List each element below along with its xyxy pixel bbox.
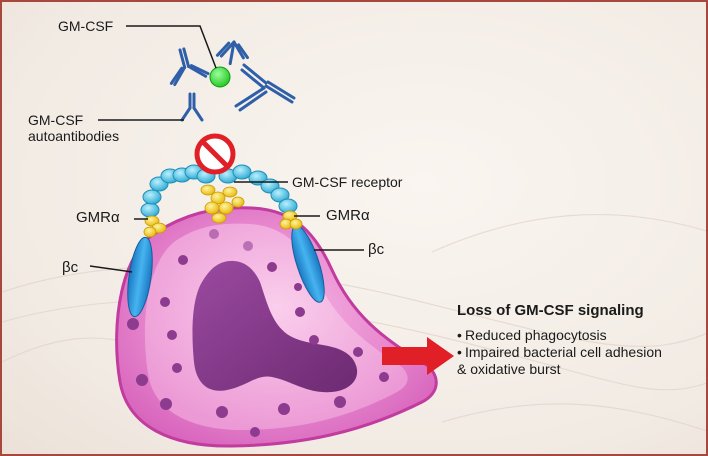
gmcsf-ligand-icon	[209, 66, 231, 88]
beta-c-right-label: βc	[368, 241, 385, 258]
cell	[115, 206, 438, 448]
effect-item: Impaired bacterial cell adhesion	[457, 344, 662, 361]
antibody-icon-right	[234, 63, 296, 112]
receptor-label: GM-CSF receptor	[292, 174, 403, 190]
nucleus	[192, 260, 358, 393]
outcome-arrow	[382, 337, 454, 375]
antibody-icon-top	[169, 47, 210, 87]
beta-c-left-label: βc	[62, 259, 79, 276]
beta-c-left-shape	[127, 236, 153, 318]
effects-title: Loss of GM-CSF signaling	[457, 302, 644, 319]
gmr-alpha-clusters	[143, 184, 303, 238]
antibody-icon-lower	[180, 92, 204, 122]
gmr-alpha-left-label: GMRα	[76, 209, 120, 226]
antibody-icon-center	[215, 40, 249, 66]
no-signal-icon	[194, 133, 236, 175]
effects-list: Reduced phagocytosis Impaired bacterial …	[457, 327, 662, 378]
granules	[127, 229, 389, 437]
autoantibodies-label-line1: GM-CSF	[28, 112, 84, 128]
effects-panel: Loss of GM-CSF signaling Reduced phagocy…	[457, 302, 662, 378]
leader-lines	[89, 25, 364, 273]
effect-item-continuation: & oxidative burst	[457, 361, 561, 377]
autoantibodies-label-line2: autoantibodies	[28, 128, 120, 144]
autoantibody-icons	[169, 40, 296, 122]
effect-item: Reduced phagocytosis	[457, 327, 662, 344]
gmcsf-label: GM-CSF	[58, 18, 114, 34]
gmr-alpha-right-label: GMRα	[326, 207, 370, 224]
